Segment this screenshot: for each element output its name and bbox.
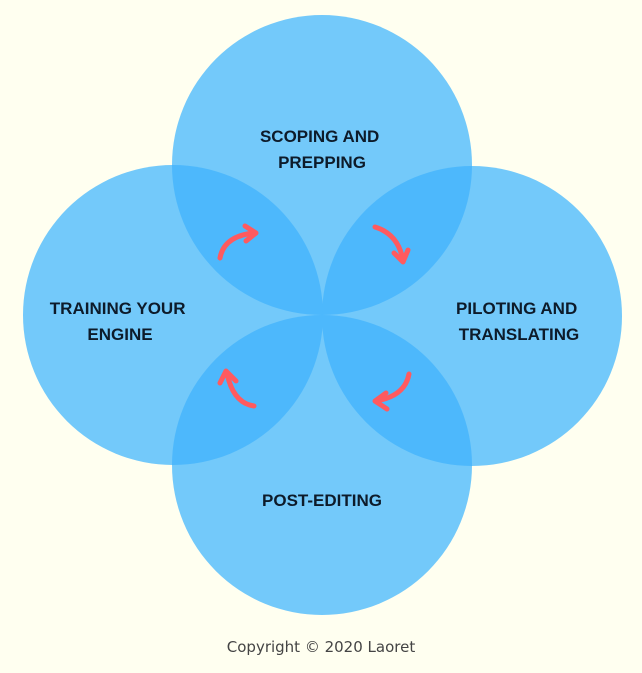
arrow-top-left-icon: [217, 223, 259, 261]
copyright-text: Copyright © 2020 Laoret: [226, 638, 416, 656]
arrow-top-right-icon: [372, 224, 411, 265]
overlap-bottom-left: [172, 315, 323, 465]
stage-label-post-editing: POST-EDITING: [262, 491, 382, 510]
stage-label-piloting: PILOTING AND TRANSLATING: [456, 299, 582, 344]
stage-label-training: TRAINING YOUR ENGINE: [50, 299, 190, 344]
stage-label-scoping: SCOPING AND PREPPING: [260, 127, 384, 172]
arrow-bottom-left-icon: [217, 368, 257, 409]
arrow-bottom-right-icon: [372, 371, 412, 412]
